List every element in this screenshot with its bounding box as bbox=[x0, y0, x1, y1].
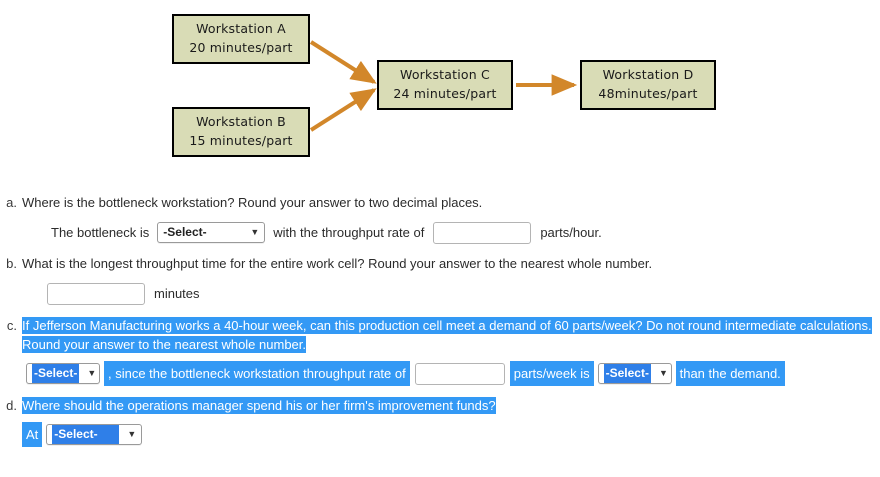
question-a-lead-text: The bottleneck is bbox=[51, 225, 150, 240]
question-d-letter: d. bbox=[6, 398, 17, 413]
question-d-prompt: Where should the operations manager spen… bbox=[22, 397, 496, 414]
throughput-time-input[interactable] bbox=[47, 282, 145, 305]
question-c-body: If Jefferson Manufacturing works a 40-ho… bbox=[22, 316, 880, 386]
workstation-b-name: Workstation B bbox=[196, 114, 286, 130]
bottleneck-select[interactable]: -Select- ▼ bbox=[157, 222, 266, 243]
improvement-funds-select-value: -Select- bbox=[52, 425, 120, 444]
question-c: c. If Jefferson Manufacturing works a 40… bbox=[0, 316, 880, 386]
can-meet-demand-select-value: -Select- bbox=[32, 364, 80, 383]
question-c-answer-row: -Select- ▼ , since the bottleneck workst… bbox=[22, 361, 880, 386]
question-c-prompt: If Jefferson Manufacturing works a 40-ho… bbox=[22, 317, 872, 353]
chevron-down-icon: ▼ bbox=[127, 429, 137, 439]
question-a-prompt: Where is the bottleneck workstation? Rou… bbox=[22, 195, 483, 210]
workstation-a-rate: 20 minutes/part bbox=[189, 40, 293, 55]
question-a: a. Where is the bottleneck workstation? … bbox=[0, 193, 880, 244]
question-c-trail-text: than the demand. bbox=[675, 361, 785, 386]
process-flow-diagram: Workstation A 20 minutes/part Workstatio… bbox=[0, 0, 880, 175]
question-c-mid-text-1: , since the bottleneck workstation throu… bbox=[104, 361, 410, 386]
question-a-body: Where is the bottleneck workstation? Rou… bbox=[22, 193, 880, 244]
question-c-mid-text-2: parts/week is bbox=[509, 361, 594, 386]
workstation-a-name: Workstation A bbox=[196, 21, 286, 37]
question-b: b. What is the longest throughput time f… bbox=[0, 254, 880, 305]
workstation-d-rate: 48minutes/part bbox=[598, 86, 698, 101]
weekly-throughput-input[interactable] bbox=[414, 362, 505, 385]
question-a-mid-text: with the throughput rate of bbox=[273, 225, 425, 240]
question-b-unit-text: minutes bbox=[154, 286, 200, 301]
workstation-b-rate: 15 minutes/part bbox=[189, 133, 293, 148]
question-b-answer-row: minutes bbox=[47, 282, 880, 305]
arrow-a-to-c bbox=[309, 40, 377, 84]
workstation-c-rate: 24 minutes/part bbox=[393, 86, 497, 101]
question-b-prompt: What is the longest throughput time for … bbox=[22, 256, 653, 271]
chevron-down-icon: ▼ bbox=[87, 368, 97, 378]
question-d-answer-row: At -Select- ▼ bbox=[22, 422, 880, 447]
workstation-a-box: Workstation A 20 minutes/part bbox=[172, 14, 310, 64]
workstation-c-box: Workstation C 24 minutes/part bbox=[377, 60, 513, 110]
question-d: d. Where should the operations manager s… bbox=[0, 396, 880, 447]
question-c-letter: c. bbox=[6, 318, 17, 333]
question-d-body: Where should the operations manager spen… bbox=[22, 396, 880, 447]
can-meet-demand-select[interactable]: -Select- ▼ bbox=[26, 363, 100, 384]
workstation-c-name: Workstation C bbox=[400, 67, 490, 83]
comparison-select-value: -Select- bbox=[603, 364, 651, 383]
improvement-funds-select[interactable]: -Select- ▼ bbox=[46, 424, 143, 445]
question-list: a. Where is the bottleneck workstation? … bbox=[0, 193, 880, 449]
question-a-letter: a. bbox=[6, 195, 17, 210]
workstation-d-box: Workstation D 48minutes/part bbox=[580, 60, 716, 110]
workstation-d-name: Workstation D bbox=[602, 67, 694, 83]
flow-arrows bbox=[309, 40, 578, 132]
chevron-down-icon: ▼ bbox=[658, 368, 668, 378]
comparison-select[interactable]: -Select- ▼ bbox=[597, 363, 672, 384]
question-a-trail-text: parts/hour. bbox=[540, 225, 602, 240]
chevron-down-icon: ▼ bbox=[250, 227, 260, 237]
bottleneck-select-value: -Select- bbox=[163, 225, 207, 239]
question-b-letter: b. bbox=[6, 256, 17, 271]
question-b-body: What is the longest throughput time for … bbox=[22, 254, 880, 305]
question-d-lead-text: At bbox=[22, 422, 43, 447]
throughput-rate-input[interactable] bbox=[433, 221, 532, 244]
arrow-b-to-c bbox=[309, 88, 377, 132]
workstation-b-box: Workstation B 15 minutes/part bbox=[172, 107, 310, 157]
question-a-answer-row: The bottleneck is -Select- ▼ with the th… bbox=[47, 221, 880, 244]
